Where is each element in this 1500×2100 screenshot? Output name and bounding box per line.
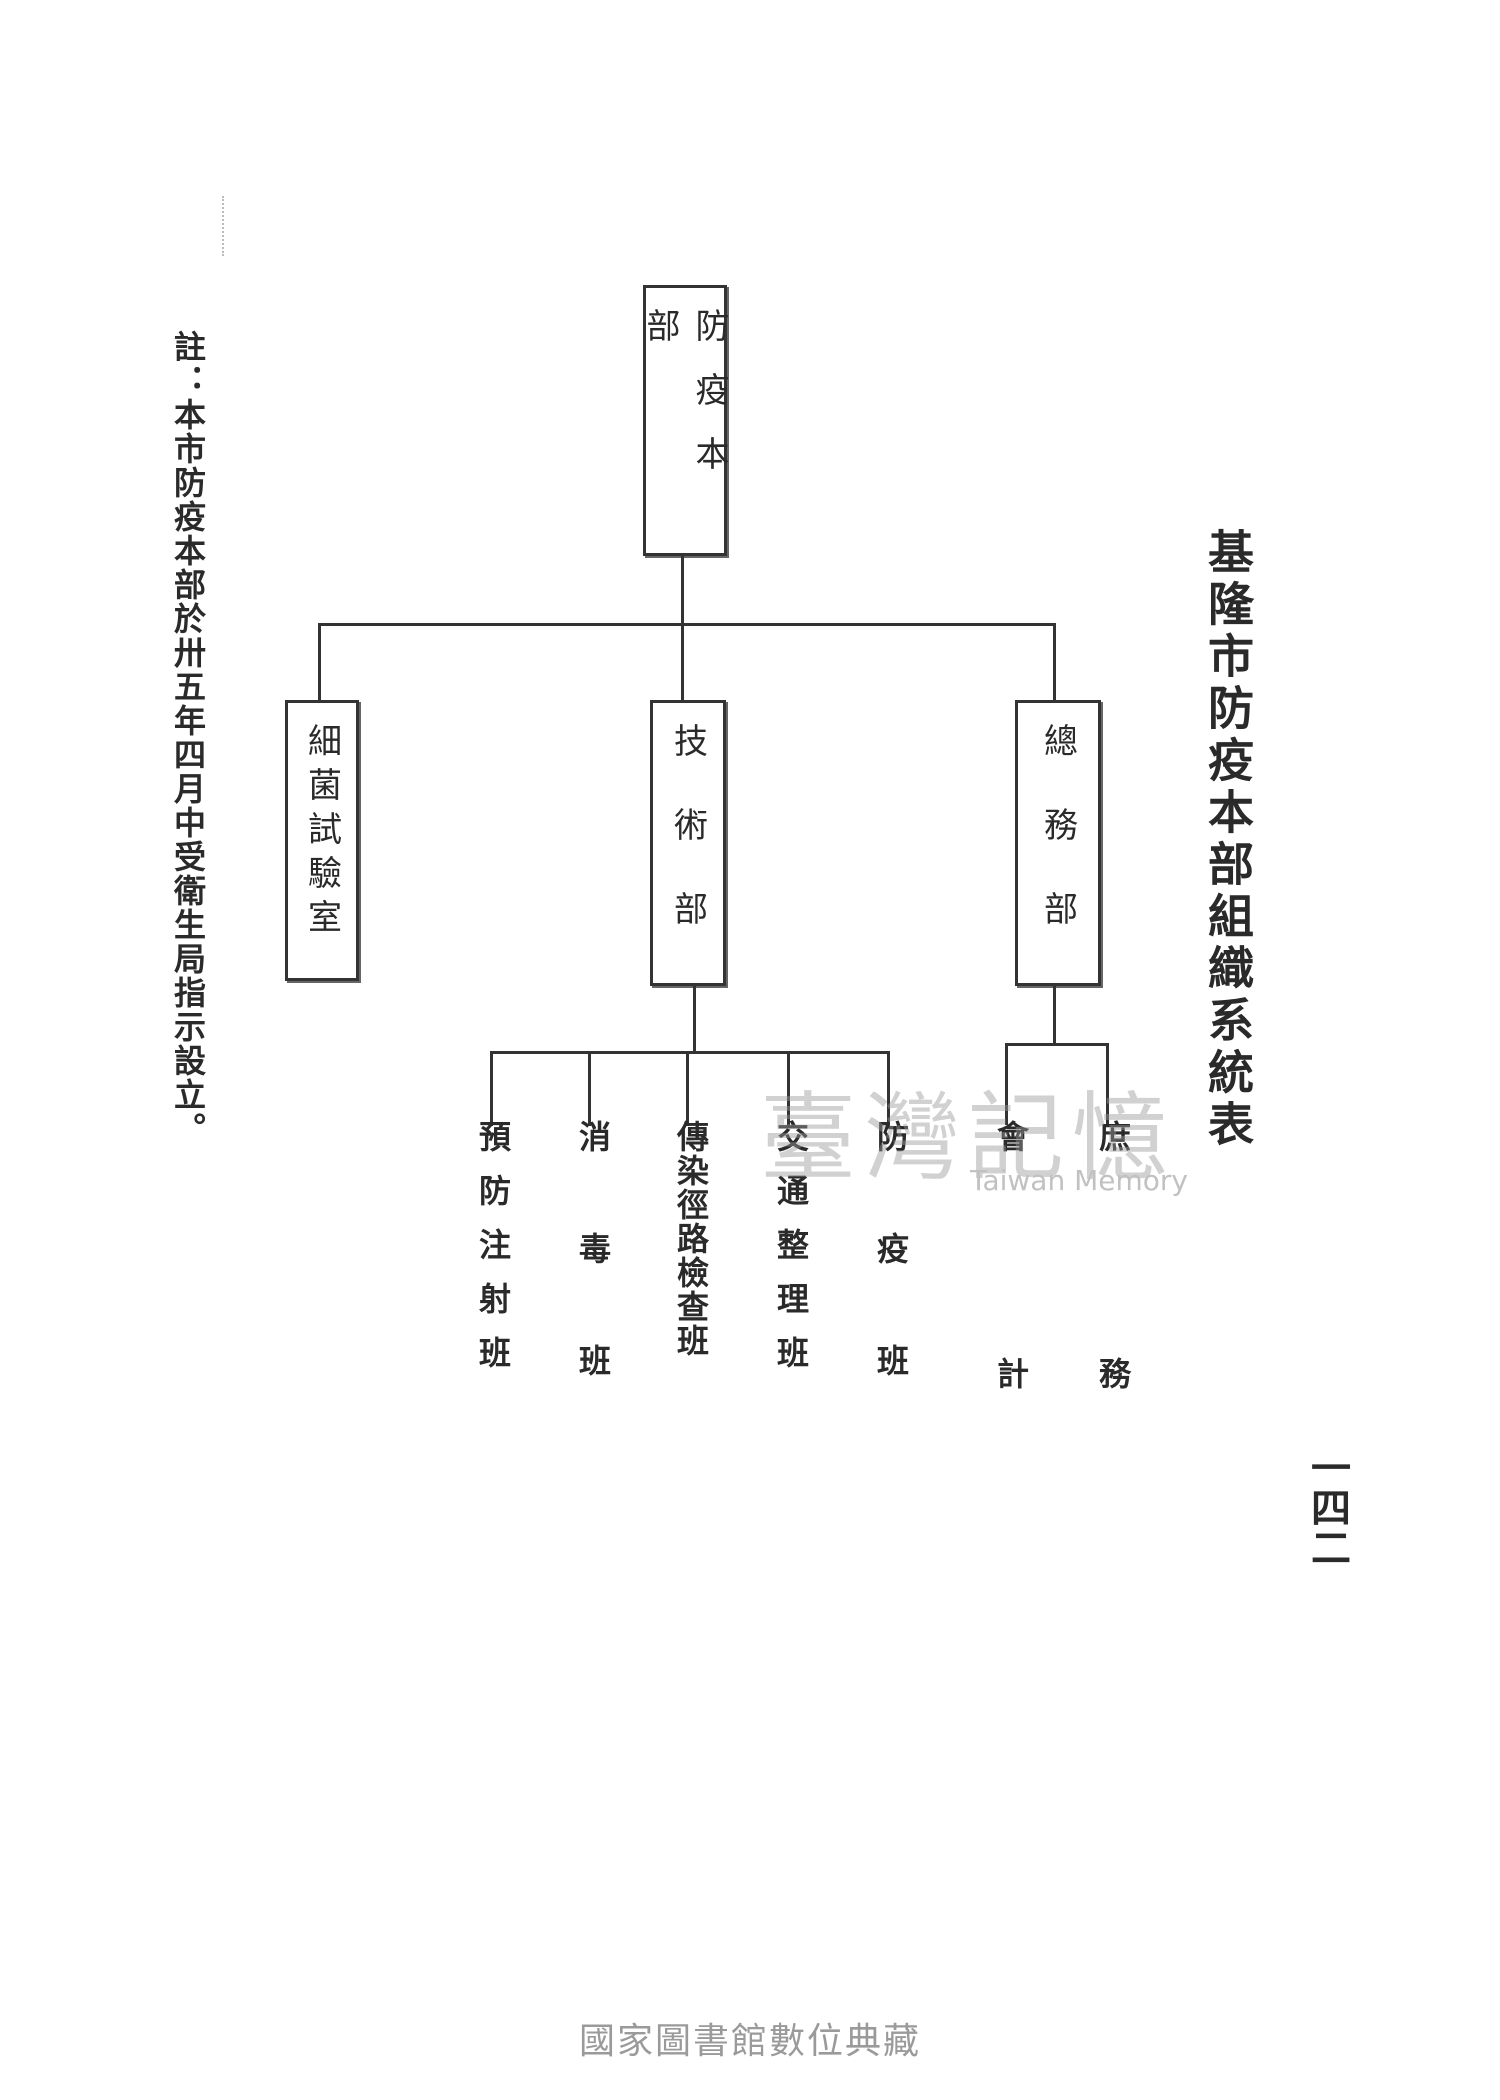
connector-general-horizontal xyxy=(1005,1043,1109,1046)
page-number: 一四二 xyxy=(1304,1447,1351,1567)
unit-infection-route: 傳染徑路檢查班 xyxy=(672,1120,710,1358)
technical-box: 技術部 xyxy=(650,700,726,986)
unit-disinfection: 消毒班 xyxy=(574,1120,612,1456)
connector-unit-5 xyxy=(887,1051,890,1126)
unit-accounting: 會計 xyxy=(992,1120,1030,1594)
watermark-text: 臺灣記憶 xyxy=(760,1082,1176,1194)
watermark-subtitle: Taiwan Memory xyxy=(970,1164,1188,1197)
connector-accounting xyxy=(1005,1043,1008,1125)
connector-general-down xyxy=(1053,623,1056,700)
general-box: 總務部 xyxy=(1015,700,1101,986)
general-label: 總務部 xyxy=(1037,723,1078,975)
root-box: 防疫本部 xyxy=(640,285,729,556)
chart-title: 基隆市防疫本部組織系統表 xyxy=(1201,528,1255,1152)
technical-label: 技術部 xyxy=(667,723,708,975)
root-label: 防疫本部 xyxy=(640,308,729,500)
connector-general-sub-down xyxy=(1053,983,1056,1045)
unit-epidemic: 防疫班 xyxy=(872,1120,910,1456)
watermark: 臺灣記憶 Taiwan Memory xyxy=(760,1060,1220,1210)
unit-vaccination: 預防注射班 xyxy=(474,1120,512,1390)
connector-technical-down xyxy=(681,623,684,700)
connector-unit-3 xyxy=(686,1051,689,1126)
connector-unit-2 xyxy=(588,1051,591,1126)
lab-box: 細菌試驗室 xyxy=(285,700,359,981)
connector-technical-horizontal xyxy=(490,1051,890,1054)
connector-unit-1 xyxy=(490,1051,493,1126)
connector-top-horizontal xyxy=(318,623,1056,626)
connector-affairs xyxy=(1106,1043,1109,1125)
lab-label: 細菌試驗室 xyxy=(301,723,342,943)
unit-traffic: 交通整理班 xyxy=(772,1120,810,1390)
footer-credit: 國家圖書館數位典藏 xyxy=(578,2021,921,2062)
unit-affairs: 庶務 xyxy=(1094,1120,1132,1594)
connector-root-down xyxy=(681,553,684,625)
connector-technical-sub-down xyxy=(693,983,696,1053)
footnote: 註：本市防疫本部於卅五年四月中受衛生局指示設立。 xyxy=(169,330,207,1146)
scan-speck xyxy=(222,196,226,256)
connector-lab-down xyxy=(318,623,321,700)
connector-unit-4 xyxy=(787,1051,790,1126)
